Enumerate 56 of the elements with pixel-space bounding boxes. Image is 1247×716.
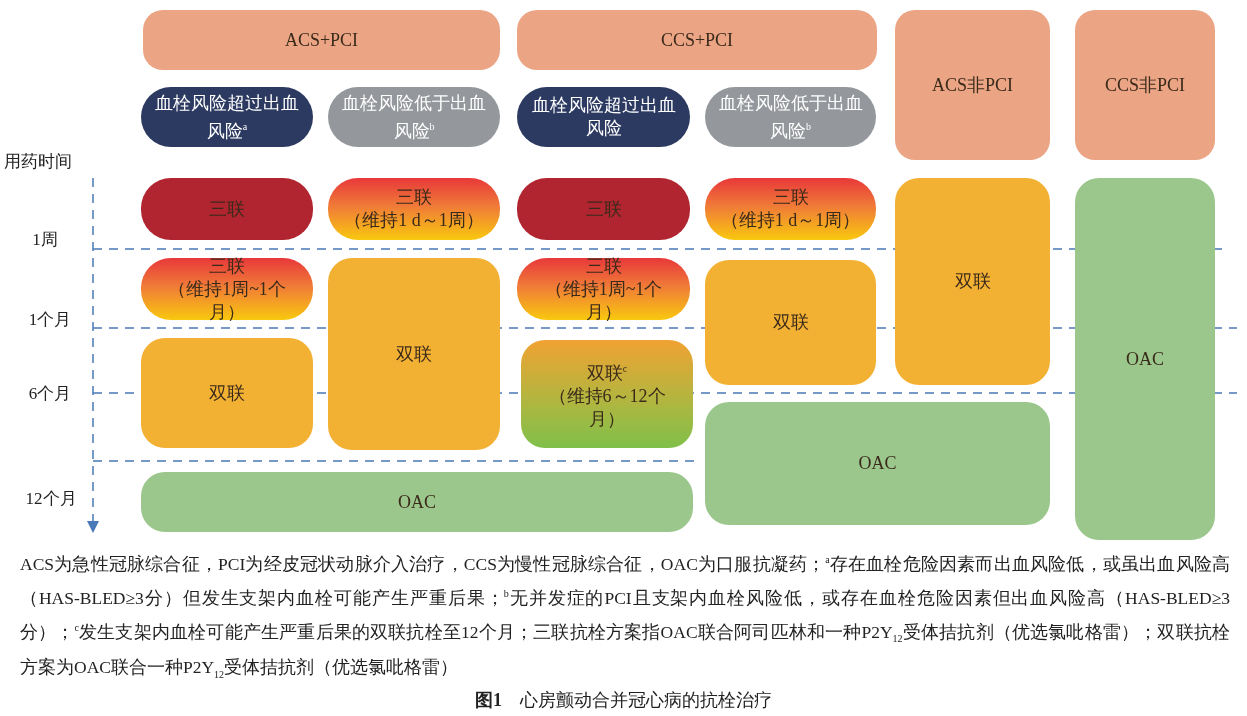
node-label: 双联 [772,311,809,334]
node-label: 双联 [209,381,245,405]
note-text: ACS为急性冠脉综合征，PCI为经皮冠状动脉介入治疗，CCS为慢性冠脉综合征，OAC为口服抗凝药；$^{a}$存在血栓危险因素而出血风险低，或虽出血风险高（HAS-BLED≥3分）但发生支架内血栓可能产生严重后果；$^{b}$无并发症的PCI且支架内血栓风险低，或存在血栓危险因素但出血风险高（HAS-BLED≥3分）；$^{c}$发生支架内血栓可能产生严重后果的双联抗栓至12个月；三联抗栓方案指OAC联合阿司匹林和一种P2Y$_{12}$受体拮抗剂（优选氯吡格雷）；双联抗栓方案为OAC联合一种P2Y$_{12}$受体拮抗剂（优选氯吡格雷） [20,552,1230,682]
duration-note: （维持6～12个月） [547,385,667,431]
regimen-box [705,402,1050,525]
category-header [517,10,877,70]
node-label: 三联 [209,197,245,221]
node-label: 三联 [772,186,809,209]
node-label: 血栓风险低于出血风险$^{b}$ [717,91,864,143]
duration-note: （维持1周~1个月） [543,277,664,324]
duration-note: （维持1周~1个月） [167,277,287,324]
regimen-pill [705,178,876,240]
node-label: 双联$^{c}$ [586,362,628,385]
node-label: ACS+PCI [284,28,359,52]
node-label: 血栓风险低于出血风险$^{b}$ [341,91,487,143]
time-tick-label: 1周 [31,229,59,251]
regimen-pill [328,178,500,240]
node-label: CCS非PCI [1104,73,1185,97]
regimen-box [141,338,313,448]
regimen-bar [141,472,693,532]
node-label: 血栓风险超过出血风险 [530,94,677,140]
node-label: 三联 [585,254,622,278]
risk-pill [705,87,876,147]
category-header [895,10,1050,160]
time-tick-label: 6个月 [27,383,73,405]
risk-pill [517,87,690,147]
regimen-box [705,260,876,385]
figure-caption: 图1 心房颤动合并冠心病的抗栓治疗 [474,689,773,712]
node-label: ACS非PCI [932,73,1013,97]
time-tick-label: 12个月 [24,488,78,510]
node-label: 三联 [396,186,432,209]
node-label: 三联 [585,197,622,221]
duration-note: （维持1 d～1周） [344,209,484,232]
regimen-pill [517,258,690,320]
regimen-box [328,258,500,450]
category-header [1075,10,1215,160]
node-label: 血栓风险超过出血风险$^{a}$ [154,91,300,143]
node-label: OAC [858,452,897,475]
regimen-pill [517,178,690,240]
node-label: OAC [1126,347,1164,371]
risk-pill [141,87,313,147]
category-header [143,10,500,70]
regimen-box [895,178,1050,385]
regimen-pill [141,258,313,320]
node-label: 双联 [396,342,432,366]
node-label: 双联 [954,270,991,293]
node-label: 三联 [209,254,245,278]
node-label: CCS+PCI [660,28,734,52]
duration-note: （维持1 d～1周） [720,209,861,232]
regimen-box [521,340,693,448]
node-label: OAC [398,490,436,514]
risk-pill [328,87,500,147]
regimen-box [1075,178,1215,540]
axis-title: 用药时间 [4,151,73,173]
regimen-pill [141,178,313,240]
time-tick-label: 1个月 [27,309,73,331]
